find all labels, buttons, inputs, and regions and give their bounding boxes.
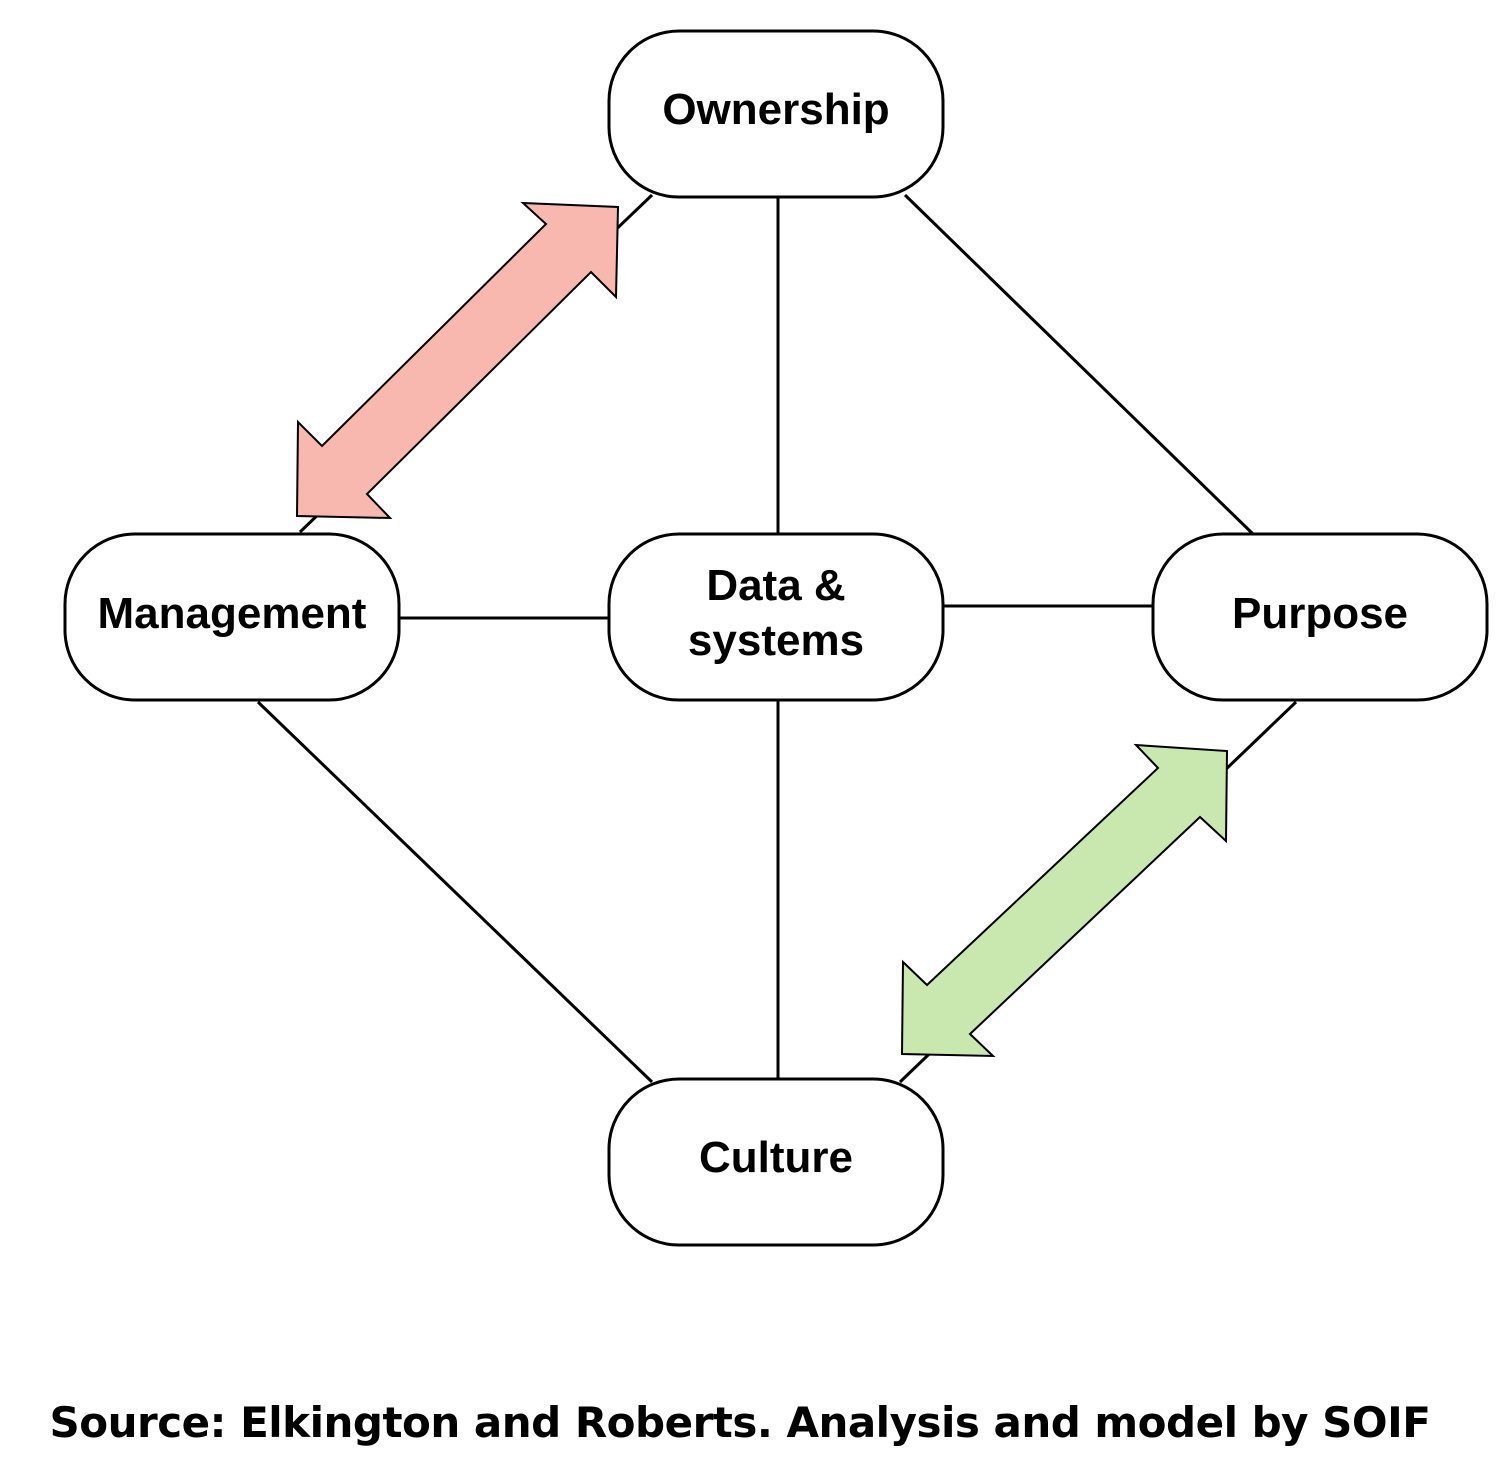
node-data-systems: Data & systems	[607, 532, 945, 702]
node-purpose-box	[1151, 532, 1489, 702]
node-ownership-label: Ownership	[662, 85, 889, 134]
node-ownership: Ownership	[607, 29, 945, 199]
node-culture-label: Culture	[699, 1133, 853, 1182]
node-data-systems-label-line1: Data &	[706, 561, 845, 610]
node-management-label: Management	[98, 589, 367, 638]
source-caption: Source: Elkington and Roberts. Analysis …	[49, 1398, 1431, 1447]
node-data-systems-label-line2: systems	[688, 616, 864, 665]
node-purpose-label: Purpose	[1232, 589, 1408, 638]
connector-ownership-purpose	[903, 193, 1255, 536]
connector-management-culture	[256, 700, 654, 1084]
node-ownership-box	[607, 29, 945, 199]
node-culture-box	[607, 1077, 945, 1247]
node-data-systems-box	[607, 532, 945, 702]
node-purpose: Purpose	[1151, 532, 1489, 702]
node-management: Management	[63, 532, 401, 702]
node-management-box	[63, 532, 401, 702]
alignment-double-arrow	[900, 743, 1229, 1058]
tension-double-arrow	[295, 201, 620, 520]
node-culture: Culture	[607, 1077, 945, 1247]
